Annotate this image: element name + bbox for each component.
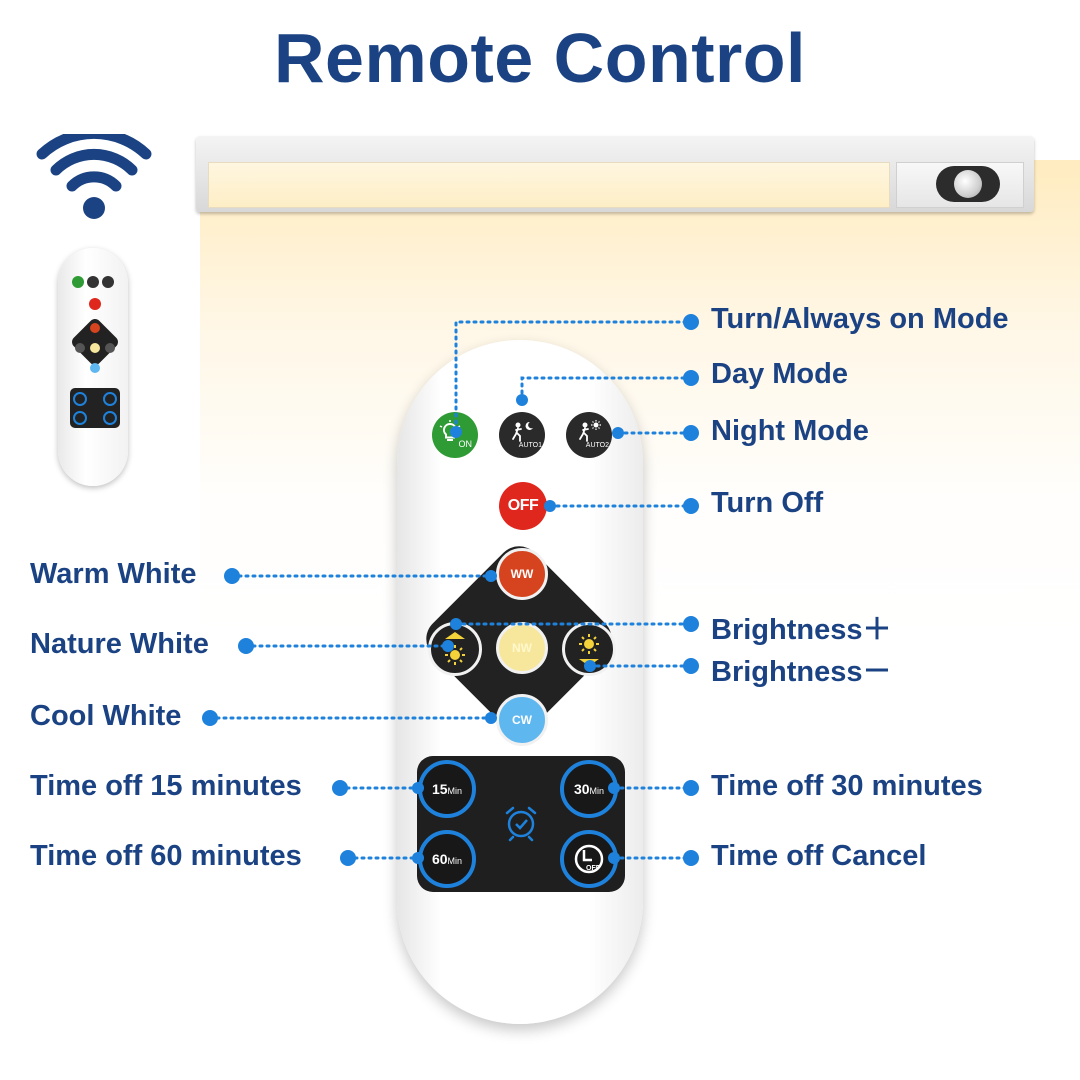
label-warm-white: Warm White — [30, 558, 197, 590]
sun-bright-icon — [579, 634, 599, 666]
label-cool-white: Cool White — [30, 700, 182, 732]
cancel-text: OFF — [586, 865, 601, 872]
dot-cw-a — [202, 710, 218, 726]
led-light-bar — [196, 136, 1034, 212]
label-time-off-cancel: Time off Cancel — [711, 840, 927, 872]
sun-dim-icon — [445, 632, 465, 665]
timer-15-unit: Min — [447, 786, 463, 796]
cool-white-button[interactable]: CW — [496, 694, 548, 746]
nature-white-button[interactable]: NW — [496, 622, 548, 674]
dot-bd-b — [683, 658, 699, 674]
dot-t60-a — [340, 850, 356, 866]
mini-remote-buttons-icon — [70, 276, 120, 428]
brightness-up-button[interactable] — [562, 622, 616, 676]
page-title: Remote Control — [274, 19, 806, 97]
brightness-down-button[interactable] — [428, 622, 482, 676]
alarm-clock-icon — [505, 806, 537, 842]
always-on-button[interactable]: ON — [432, 412, 478, 458]
label-brightness-down: Brightness－ — [711, 656, 892, 688]
night-mode-button[interactable]: AUTO2 — [566, 412, 612, 458]
label-always-on-mode: Turn/Always on Mode — [711, 303, 1009, 335]
off-button[interactable]: OFF — [499, 482, 547, 530]
label-turn-off: Turn Off — [711, 487, 824, 519]
motion-sensor — [936, 166, 1000, 202]
dot-tc-b — [683, 850, 699, 866]
label-day-mode: Day Mode — [711, 358, 848, 390]
clock-off-icon: OFF — [574, 844, 604, 874]
dot-t30-b — [683, 780, 699, 796]
dot-nw-a — [238, 638, 254, 654]
dot-t15-a — [332, 780, 348, 796]
timer-60-unit: Min — [447, 856, 463, 866]
auto1-text: AUTO1 — [518, 442, 542, 449]
on-text: ON — [458, 439, 473, 449]
auto2-text: AUTO2 — [585, 442, 609, 449]
timer-15-number: 15 — [431, 781, 448, 797]
day-mode-button[interactable]: AUTO1 — [499, 412, 545, 458]
timer-cancel-button[interactable]: OFF — [560, 830, 618, 888]
label-night-mode: Night Mode — [711, 415, 869, 447]
timer-30-number: 30 — [573, 781, 590, 797]
label-nature-white: Nature White — [30, 628, 209, 660]
label-time-off-30: Time off 30 minutes — [711, 770, 983, 802]
timer-60-number: 60 — [431, 851, 448, 867]
light-diffuser — [208, 162, 890, 208]
label-time-off-15: Time off 15 minutes — [30, 770, 302, 802]
label-brightness-up: Brightness＋ — [711, 614, 892, 646]
mini-remote-illustration — [58, 248, 128, 486]
timer-30-unit: Min — [589, 786, 605, 796]
warm-white-button[interactable]: WW — [496, 548, 548, 600]
label-time-off-60: Time off 60 minutes — [30, 840, 302, 872]
wifi-icon — [36, 134, 152, 219]
